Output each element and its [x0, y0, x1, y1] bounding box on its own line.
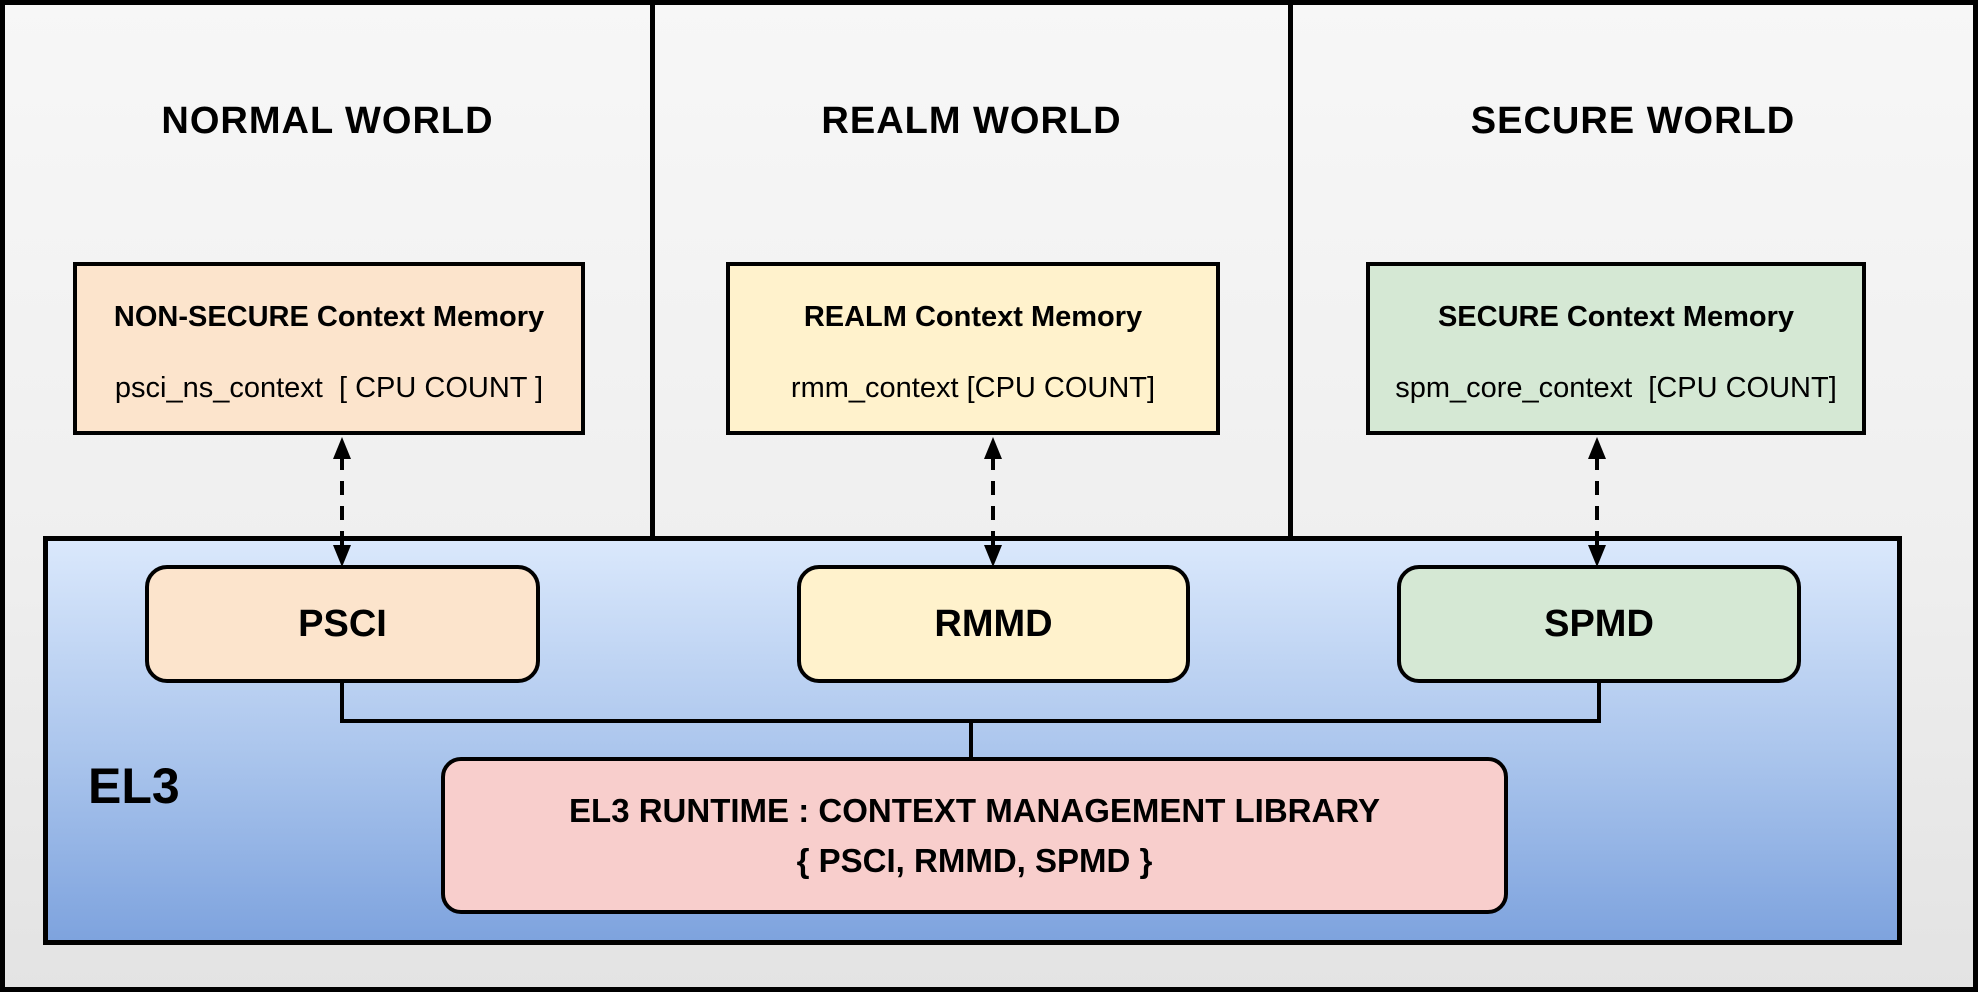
non-secure-context-memory-title: NON-SECURE Context Memory	[113, 301, 545, 333]
secure-world-title: SECURE WORLD	[1470, 100, 1796, 142]
realm-context-memory-box: REALM Context Memory rmm_context [CPU CO…	[726, 262, 1220, 435]
realm-context-memory-title: REALM Context Memory	[803, 301, 1143, 333]
bidirectional-dashed-arrow-icon	[984, 437, 1002, 567]
el3-label: EL3	[88, 758, 180, 814]
el3-runtime-subtitle: { PSCI, RMMD, SPMD }	[796, 841, 1153, 879]
rmmd-box: RMMD	[797, 565, 1190, 683]
psci-connector-stub	[340, 683, 344, 723]
non-secure-context-array-label: psci_ns_context [ CPU COUNT ]	[114, 372, 544, 404]
column-divider	[1288, 0, 1293, 536]
runtime-connector-drop	[969, 719, 973, 761]
column-divider	[650, 0, 655, 536]
el3-runtime-box: EL3 RUNTIME : CONTEXT MANAGEMENT LIBRARY…	[441, 757, 1508, 914]
secure-context-array-label: spm_core_context [CPU COUNT]	[1395, 372, 1837, 404]
bidirectional-dashed-arrow-icon	[333, 437, 351, 567]
psci-box: PSCI	[145, 565, 540, 683]
spmd-box: SPMD	[1397, 565, 1801, 683]
el3-runtime-title: EL3 RUNTIME : CONTEXT MANAGEMENT LIBRARY	[569, 791, 1380, 829]
realm-context-array-label: rmm_context [CPU COUNT]	[790, 372, 1156, 404]
realm-world-title: REALM WORLD	[821, 100, 1122, 142]
secure-context-memory-title: SECURE Context Memory	[1437, 301, 1795, 333]
spmd-connector-stub	[1597, 683, 1601, 723]
bidirectional-dashed-arrow-icon	[1588, 437, 1606, 567]
normal-world-title: NORMAL WORLD	[161, 100, 494, 142]
non-secure-context-memory-box: NON-SECURE Context Memory psci_ns_contex…	[73, 262, 585, 435]
secure-context-memory-box: SECURE Context Memory spm_core_context […	[1366, 262, 1866, 435]
